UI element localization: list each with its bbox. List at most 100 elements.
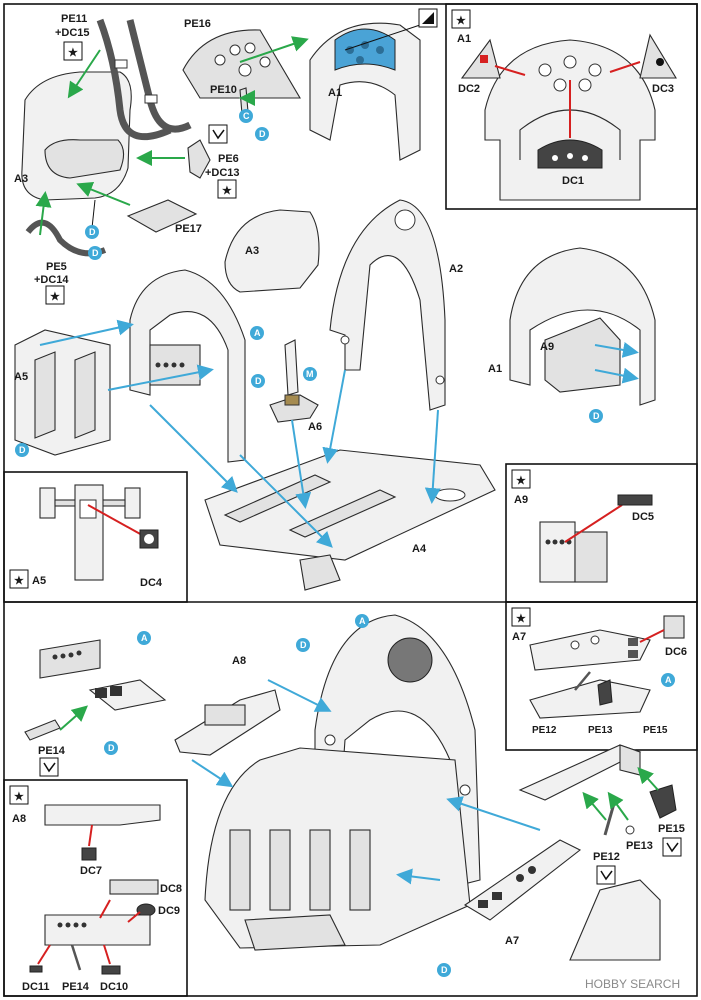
harness-pe11: [96, 18, 192, 141]
label-dc2: DC2: [458, 83, 480, 95]
inset-a5: ★ A5 DC4: [9, 484, 163, 589]
part-a8: [174, 689, 281, 756]
svg-text:C: C: [243, 111, 250, 121]
svg-text:D: D: [593, 411, 600, 421]
label-pe12-inset: PE12: [532, 725, 557, 736]
decal-dc9: [136, 903, 156, 917]
label-a1-inset: A1: [457, 33, 471, 45]
corner-fold-icon: [418, 8, 438, 28]
inset-a7-frame: [505, 601, 698, 751]
svg-text:D: D: [255, 376, 262, 386]
plate-pe17: [126, 199, 198, 233]
label-a9-inset: A9: [514, 494, 528, 506]
label-dc8: DC8: [160, 883, 182, 895]
label-dc15: +DC15: [55, 27, 90, 39]
inset-a1: ★ A1 DC2 DC3 DC1: [451, 9, 677, 201]
star-icon: ★: [516, 613, 526, 625]
label-pe13-inset: PE13: [588, 725, 613, 736]
part-pe13: [625, 825, 635, 835]
bend-icon: [662, 837, 682, 857]
seat-a3-top: [21, 71, 132, 201]
label-dc4: DC4: [140, 577, 163, 589]
svg-text:D: D: [441, 965, 448, 975]
inset-a7: ★ A7 DC6 A PE12 PE13 PE15: [511, 607, 687, 736]
paint-callout: A: [250, 326, 264, 340]
label-pe14: PE14: [38, 745, 66, 757]
lever-pe14: [24, 719, 61, 741]
part-pe15: [649, 784, 677, 819]
label-a8: A8: [232, 655, 246, 667]
label-pe17: PE17: [175, 223, 202, 235]
gauge-box: [39, 639, 167, 711]
label-pe15: PE15: [658, 823, 685, 835]
paint-callout: D: [88, 246, 102, 260]
instrument-frame-a1: [309, 22, 421, 161]
paint-callout: D: [589, 409, 603, 423]
svg-text:A: A: [141, 633, 148, 643]
floor-a4: [204, 449, 496, 591]
paint-callout: D: [104, 741, 118, 755]
inset-a8-frame: [3, 779, 188, 997]
label-a1-mid: A1: [488, 363, 502, 375]
label-pe15-inset: PE15: [643, 725, 668, 736]
svg-text:A: A: [359, 616, 366, 626]
console-a7: [463, 839, 582, 921]
decal-dc7: [81, 847, 97, 861]
paint-callout: D: [296, 638, 310, 652]
label-a2: A2: [449, 263, 463, 275]
label-pe6: PE6: [218, 153, 239, 165]
decal-dc10: [101, 965, 121, 975]
paint-callout: D: [15, 443, 29, 457]
svg-text:D: D: [92, 248, 99, 258]
label-a3-top: A3: [14, 173, 28, 185]
paint-callout: M: [303, 367, 317, 381]
label-pe13: PE13: [626, 840, 653, 852]
label-dc5: DC5: [632, 511, 654, 523]
bend-icon: [208, 124, 228, 144]
star-icon: ★: [45, 285, 65, 305]
stick-a6: [269, 339, 319, 423]
label-dc9: DC9: [158, 905, 180, 917]
paint-callout: D: [251, 374, 265, 388]
svg-text:★: ★: [68, 47, 78, 59]
svg-text:D: D: [300, 640, 307, 650]
paint-callout: D: [255, 127, 269, 141]
svg-text:M: M: [306, 369, 314, 379]
paint-callout: A: [355, 614, 369, 628]
inset-a8: ★ A8 DC7 DC8 DC9 DC11 PE14 DC10: [9, 785, 182, 993]
sub-assembly-right: [518, 744, 677, 836]
label-a7: A7: [505, 935, 519, 947]
star-icon: ★: [14, 575, 24, 587]
frame-left-mid: [129, 269, 246, 463]
svg-text:★: ★: [50, 291, 60, 303]
label-dc11: DC11: [22, 981, 50, 993]
star-icon: ★: [456, 15, 466, 27]
label-pe16: PE16: [184, 18, 211, 30]
seat-detail: [569, 879, 661, 961]
svg-text:D: D: [108, 743, 115, 753]
label-pe12: PE12: [593, 851, 620, 863]
label-a1-top: A1: [328, 87, 342, 99]
star-icon: ★: [63, 41, 83, 61]
frame-bottom: [314, 614, 481, 886]
label-a4: A4: [412, 543, 427, 555]
svg-text:A: A: [665, 675, 672, 685]
paint-callout: D: [85, 225, 99, 239]
svg-text:A: A: [254, 328, 261, 338]
frame-a1-mid: [509, 247, 656, 406]
svg-text:D: D: [259, 129, 266, 139]
part-a9: [544, 317, 621, 393]
seat-cushion-circle: [387, 637, 433, 683]
frame-a2: [329, 199, 446, 411]
label-dc10: DC10: [100, 981, 128, 993]
inset-a5-frame: [3, 471, 188, 603]
label-dc7: DC7: [80, 865, 102, 877]
label-a5-inset: A5: [32, 575, 46, 587]
paint-callout: C: [239, 109, 253, 123]
star-icon: ★: [217, 179, 237, 199]
panel-pe16: [182, 29, 301, 99]
decal-dc6: [663, 615, 685, 639]
seat-a3-mid: [224, 209, 320, 293]
label-a5: A5: [14, 371, 28, 383]
